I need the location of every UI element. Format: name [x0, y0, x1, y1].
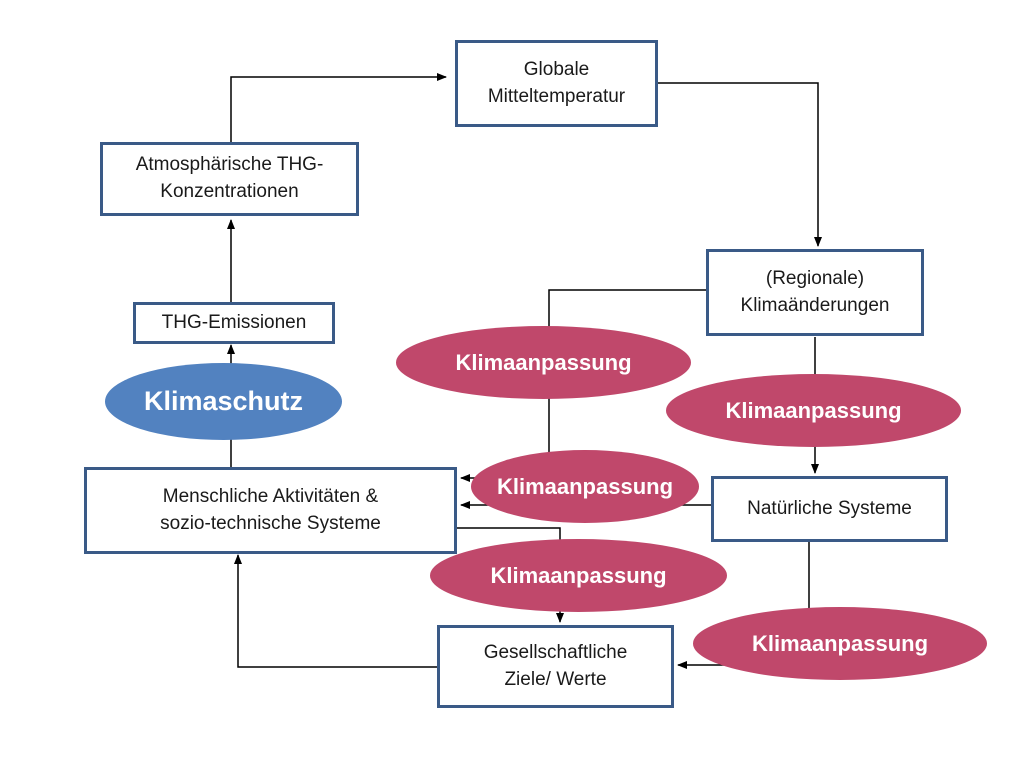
climate-adaptation-ellipse-4: Klimaanpassung [430, 539, 727, 612]
climate-protection-ellipse: Klimaschutz [105, 363, 342, 440]
human-activities-box: Menschliche Aktivitäten & sozio-technisc… [84, 467, 457, 554]
climate-adaptation-ellipse-5: Klimaanpassung [693, 607, 987, 680]
thg-emissions-box: THG-Emissionen [133, 302, 335, 344]
regional-climate-box: (Regionale) Klimaänderungen [706, 249, 924, 336]
global-temperature-box: Globale Mitteltemperatur [455, 40, 658, 127]
social-goals-box: Gesellschaftliche Ziele/ Werte [437, 625, 674, 708]
arrow-global-to-regional [657, 82, 822, 247]
climate-adaptation-ellipse-1: Klimaanpassung [396, 326, 691, 399]
arrow-atmos-to-global [230, 73, 447, 142]
atmospheric-thg-box: Atmosphärische THG- Konzentrationen [100, 142, 359, 216]
climate-adaptation-ellipse-3: Klimaanpassung [471, 450, 699, 523]
natural-systems-box: Natürliche Systeme [711, 476, 948, 542]
arrow-social-to-human [234, 554, 437, 668]
climate-adaptation-ellipse-2: Klimaanpassung [666, 374, 961, 447]
